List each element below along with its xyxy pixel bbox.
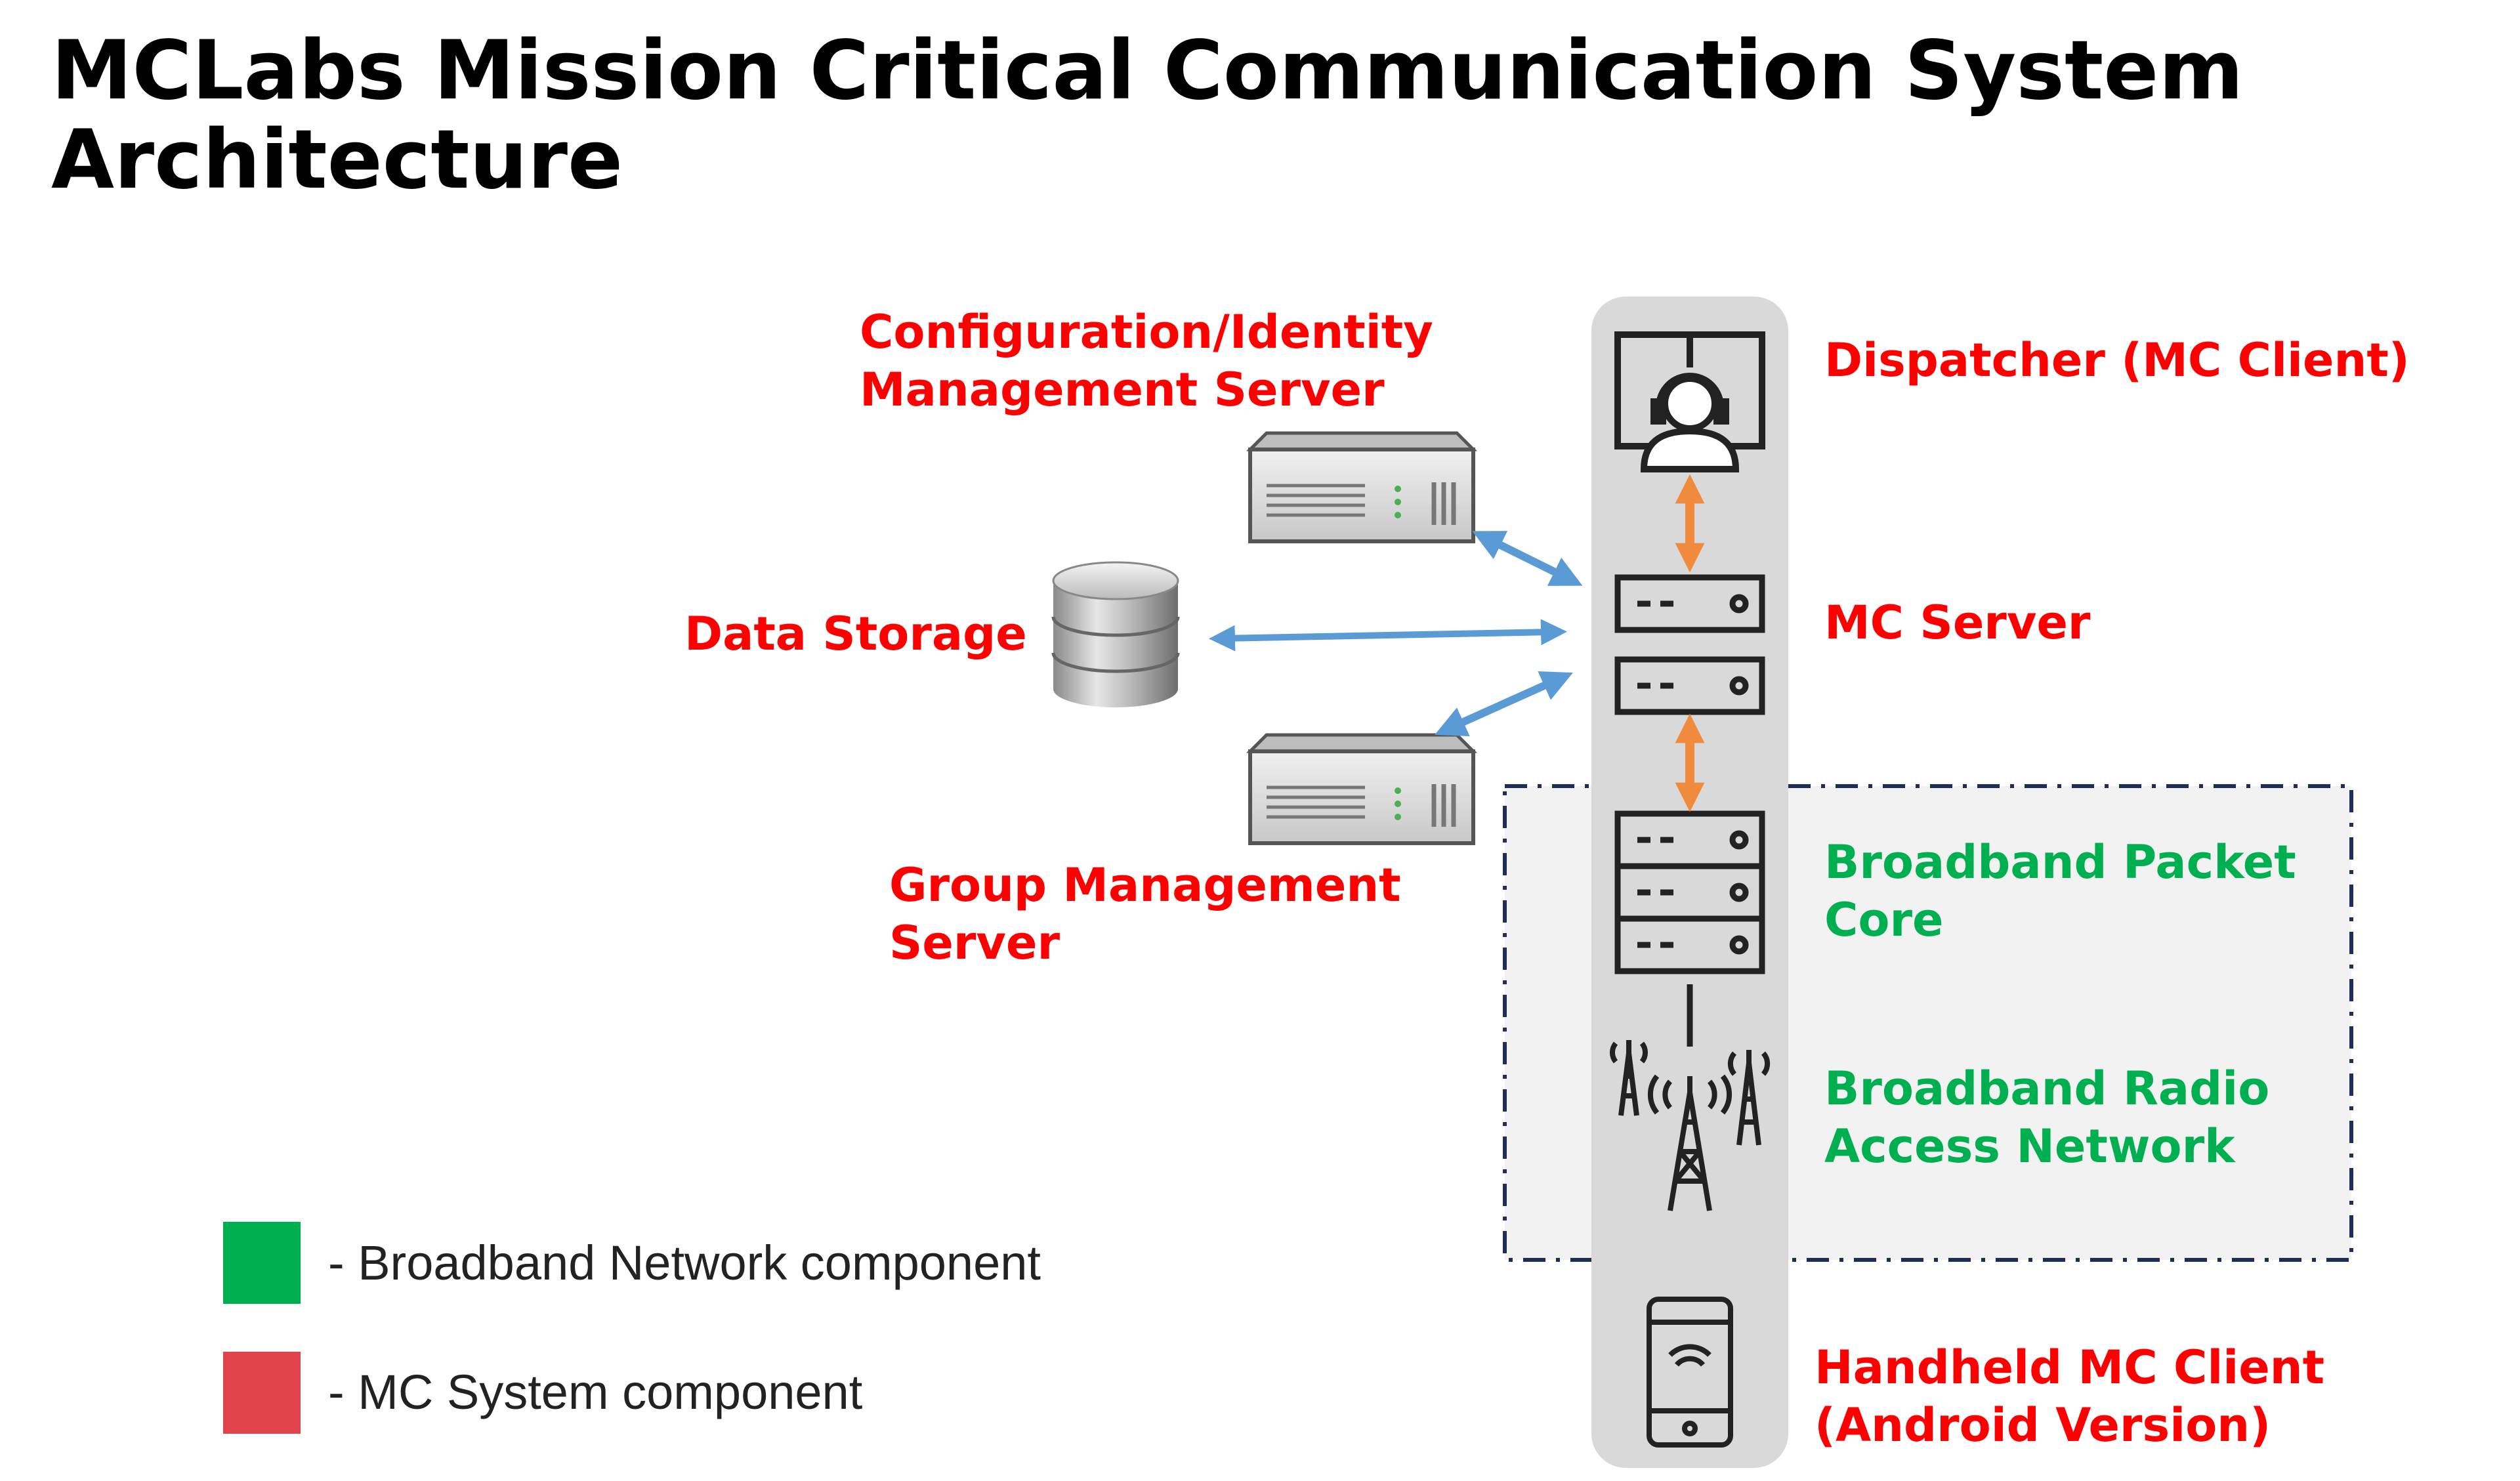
rack-server-icon	[1246, 733, 1478, 845]
server-stack-icon	[1614, 574, 1765, 715]
dispatcher-label: Dispatcher (MC Client)	[1824, 333, 2410, 387]
mc-server-label: MC Server	[1824, 596, 2091, 650]
packet-core-label: Broadband Packet Core	[1824, 835, 2296, 947]
config-server-label: Configuration/Identity Management Server	[860, 305, 1433, 417]
smartphone-wifi-icon	[1647, 1297, 1733, 1448]
cell-tower-icon	[1609, 1040, 1771, 1211]
group-mc-server-arrow	[1435, 671, 1573, 737]
headset-operator-icon	[1614, 331, 1765, 472]
page-title: MCLabs Mission Critical Communication Sy…	[51, 24, 2244, 207]
storage-mc-server-arrow	[1209, 619, 1567, 652]
server-rack-icon	[1614, 810, 1765, 1047]
config-mc-server-arrow	[1472, 531, 1583, 586]
handheld-label: Handheld MC Client (Android Version)	[1815, 1341, 2325, 1452]
legend-swatch-mc-system	[223, 1352, 301, 1434]
legend-swatch-broadband	[223, 1222, 301, 1304]
database-icon	[1051, 561, 1180, 707]
data-storage-label: Data Storage	[684, 607, 1027, 661]
legend-mc-system-text: - MC System component	[328, 1365, 863, 1419]
group-server-label: Group Management Server	[889, 858, 1401, 970]
radio-access-label: Broadband Radio Access Network	[1824, 1062, 2270, 1173]
legend-broadband-text: - Broadband Network component	[328, 1236, 1041, 1290]
component-column	[1591, 297, 1788, 1468]
rack-server-icon	[1246, 431, 1478, 543]
